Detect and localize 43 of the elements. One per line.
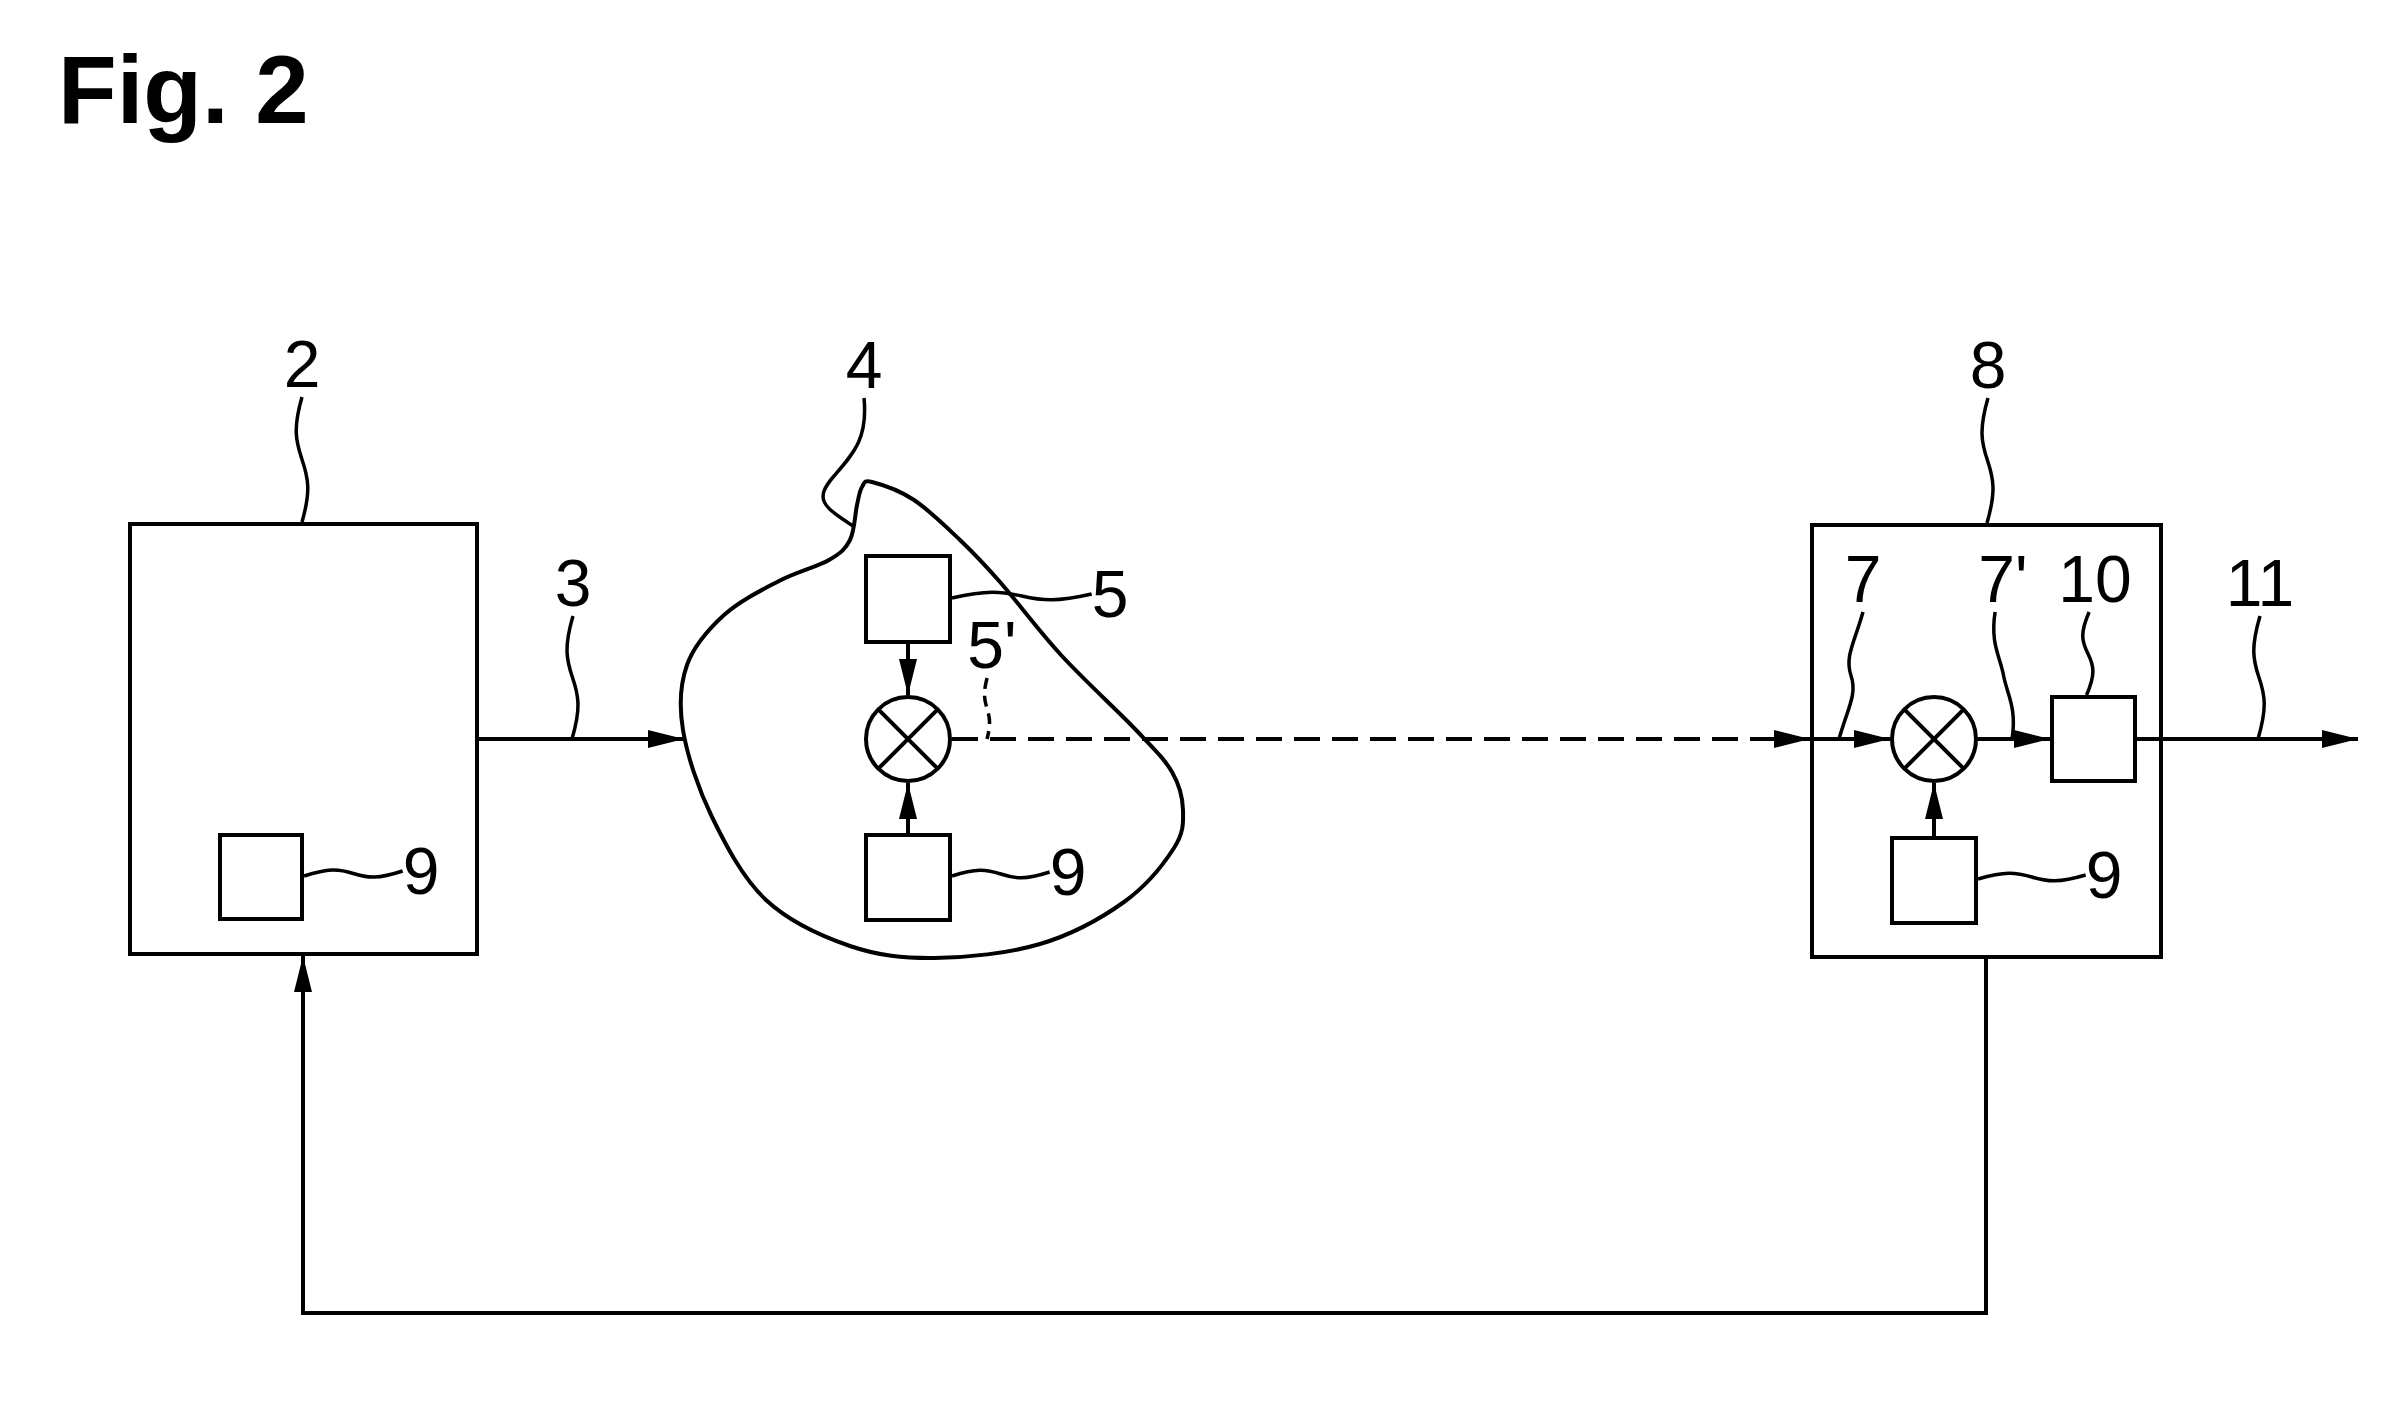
reference-numeral: 5: [1091, 561, 1129, 627]
reference-numeral: 9: [2085, 842, 2123, 908]
reference-numeral: 4: [845, 332, 883, 398]
leader-line: [294, 396, 310, 523]
block-box: [864, 554, 952, 644]
reference-numeral: 7': [1978, 546, 2028, 612]
reference-numeral: 9: [402, 838, 440, 904]
leader-line: [303, 868, 404, 879]
block-box: [128, 522, 479, 956]
arrow: [2137, 730, 2358, 748]
block-box: [864, 833, 952, 922]
block-box: [1810, 523, 2163, 959]
leader-line: [2081, 611, 2095, 696]
reference-numeral: 3: [554, 550, 592, 616]
leader-line: [565, 615, 580, 740]
leader-line: [951, 590, 1092, 602]
leader-line: [1992, 611, 2016, 740]
arrow: [294, 956, 1988, 1315]
block-box: [1890, 836, 1978, 925]
reference-numeral: 10: [2058, 546, 2132, 612]
figure-title: Fig. 2: [58, 35, 309, 145]
arrow: [899, 644, 917, 695]
leader-line: [951, 868, 1051, 880]
leader-line: [2252, 615, 2266, 740]
leader-line: [1837, 611, 1865, 740]
arrow: [1978, 730, 2050, 748]
reference-numeral: 9: [1049, 839, 1087, 905]
reference-numeral: 7: [1844, 546, 1882, 612]
cloud-outline: [679, 479, 1187, 961]
block-box: [218, 833, 304, 921]
leader-line: [1977, 871, 2087, 883]
reference-numeral: 5': [967, 612, 1017, 678]
dashed-arrow: [952, 730, 1810, 748]
reference-numeral: 2: [283, 331, 321, 397]
reference-numeral: 11: [2225, 550, 2295, 616]
leader-line: [1980, 397, 1995, 524]
reference-numeral: 8: [1969, 332, 2007, 398]
arrow: [899, 783, 917, 833]
leader-line: [821, 397, 867, 528]
leader-line: [982, 677, 992, 740]
arrow: [479, 730, 684, 748]
block-box: [2050, 695, 2137, 783]
arrow: [1925, 783, 1943, 836]
